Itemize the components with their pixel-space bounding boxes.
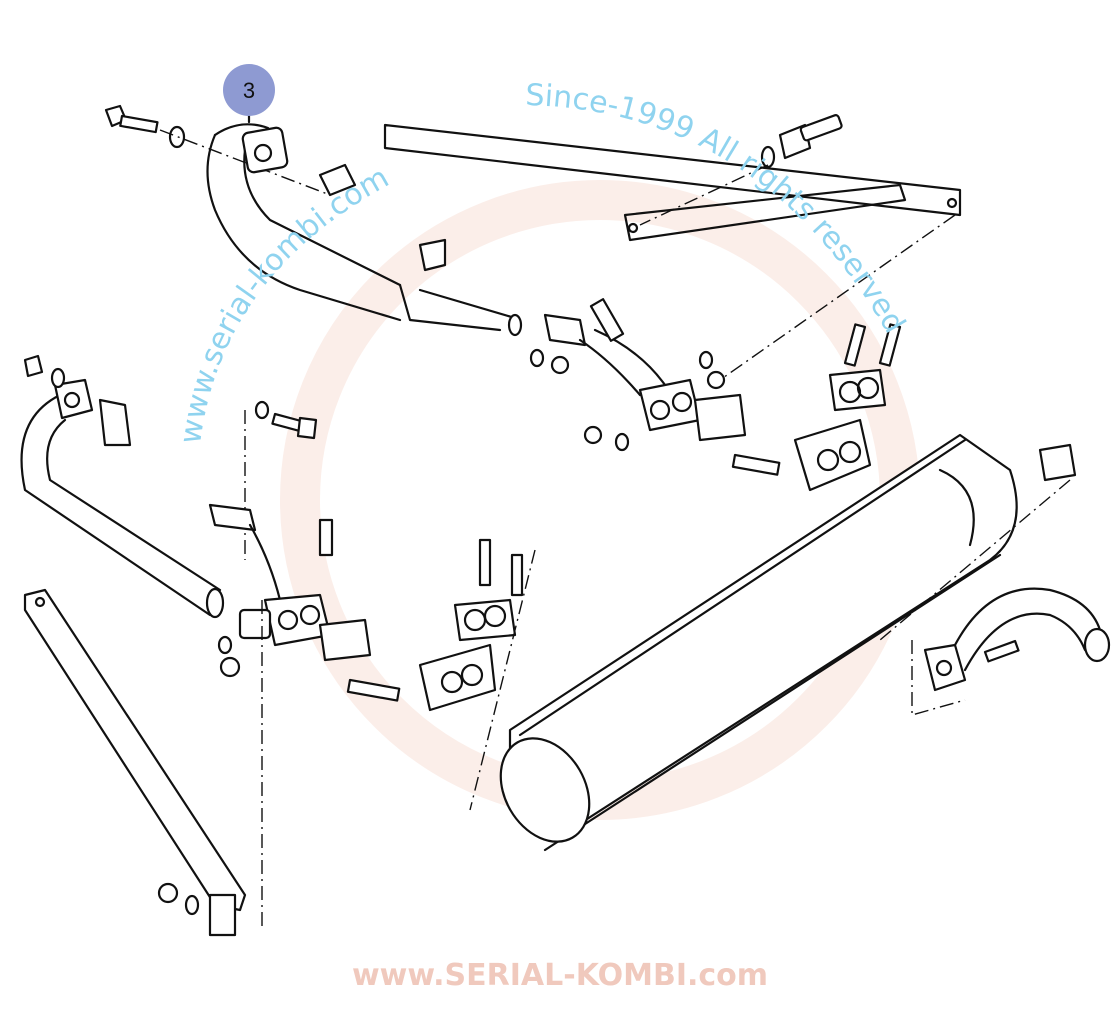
support-strap-left [23, 588, 263, 937]
muffler [499, 433, 1077, 852]
callout-badge [223, 64, 275, 116]
callout-3: 3 [223, 64, 275, 124]
manifold-right [529, 298, 902, 492]
bolt-top-left [104, 104, 186, 149]
support-bracket-top [383, 114, 962, 242]
heat-exchanger-pipe [206, 123, 523, 337]
watermark-brand: www.SERIAL-KOMBI.com [352, 958, 768, 993]
tail-pipe [911, 587, 1111, 716]
callout-label: 3 [243, 78, 255, 103]
heat-exchanger-left [20, 354, 225, 619]
manifold-left [208, 400, 536, 811]
